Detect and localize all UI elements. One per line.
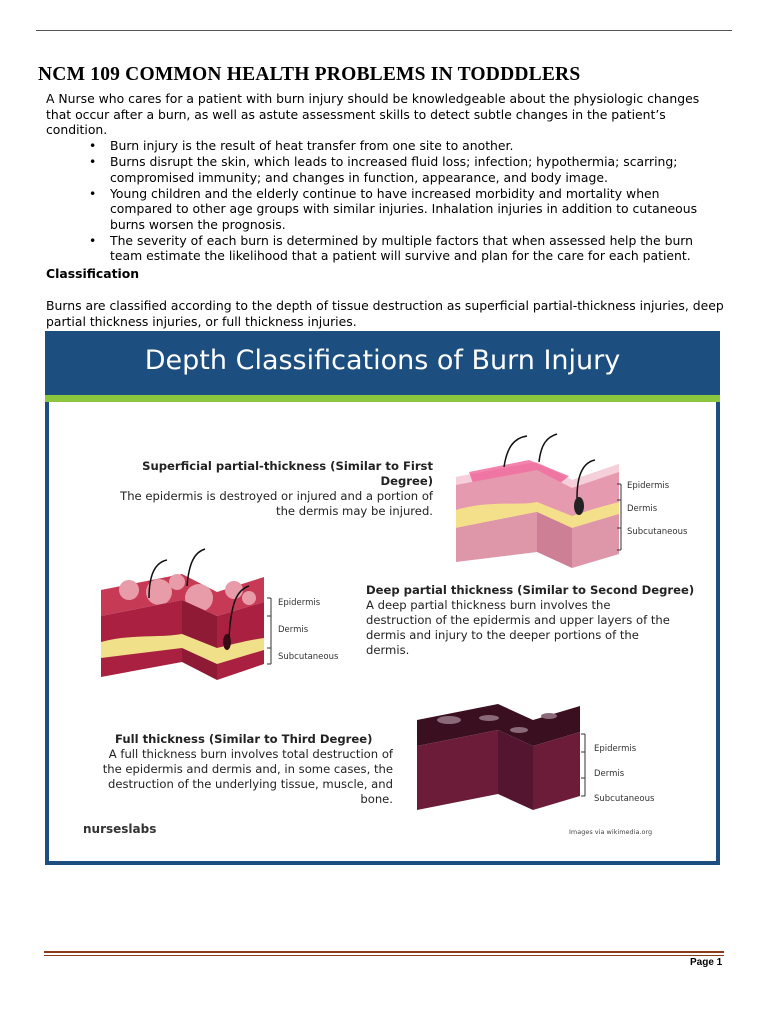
figure-body: Superficial partial-thickness (Similar t…	[49, 402, 716, 861]
top-rule	[36, 30, 732, 31]
layer-label-epidermis: Epidermis	[627, 481, 670, 491]
figure-accent-stripe	[45, 395, 720, 402]
layer-label-subcutaneous: Subcutaneous	[627, 527, 688, 537]
layer-label-dermis: Dermis	[278, 625, 309, 635]
bullet-list: • Burn injury is the result of heat trans…	[46, 138, 718, 264]
deep-line: destruction of the epidermis and upper l…	[366, 613, 670, 627]
full-line: bone.	[360, 792, 393, 806]
bullet-text: Young children and the elderly continue …	[110, 185, 698, 232]
figure-title: Depth Classifications of Burn Injury	[144, 345, 621, 376]
deep-partial-burn-illustration	[101, 548, 272, 680]
figure-header: Depth Classifications of Burn Injury	[45, 331, 720, 395]
page-number: Page 1	[690, 957, 723, 968]
bullet-icon: •	[89, 232, 97, 248]
deep-line: dermis and injury to the deeper portions…	[366, 628, 639, 642]
footer-rule	[44, 951, 724, 953]
document-title: NCM 109 COMMON HEALTH PROBLEMS IN TODDDL…	[38, 64, 581, 85]
superficial-heading: Superficial partial-thickness (Similar t…	[142, 459, 433, 488]
list-item: • Young children and the elderly continue…	[46, 186, 718, 233]
footer-rule-thin	[44, 955, 724, 956]
bullet-text: The severity of each burn is determined …	[110, 232, 694, 264]
layer-label-epidermis: Epidermis	[278, 598, 321, 608]
full-heading: Full thickness (Similar to Third Degree)	[115, 732, 373, 746]
image-credit: Images via wikimedia.org	[569, 828, 653, 836]
bullet-text: Burns disrupt the skin, which leads to i…	[110, 154, 678, 185]
section-paragraph: Burns are classified according to the de…	[46, 298, 724, 329]
full-caption: Full thickness (Similar to Third Degree)…	[83, 732, 393, 807]
layer-label-subcutaneous: Subcutaneous	[594, 794, 655, 804]
bullet-icon: •	[89, 154, 97, 169]
nurseslabs-logo: nurseslabs	[83, 822, 157, 836]
layer-label-epidermis: Epidermis	[594, 744, 637, 754]
list-item: • Burn injury is the result of heat trans…	[46, 138, 718, 154]
superficial-line: The epidermis is destroyed or injured an…	[120, 489, 433, 503]
bullet-icon: •	[89, 185, 97, 201]
superficial-burn-illustration	[456, 433, 622, 568]
deep-line: dermis.	[366, 643, 410, 657]
full-line: the epidermis and dermis and, in some ca…	[102, 762, 393, 776]
list-item: • Burns disrupt the skin, which leads to …	[46, 154, 718, 185]
burn-depth-figure: Depth Classifications of Burn Injury	[45, 331, 720, 865]
burn-illustrations	[101, 433, 622, 810]
full-line: A full thickness burn involves total des…	[108, 747, 393, 761]
bullet-text: Burn injury is the result of heat transf…	[110, 138, 514, 153]
layer-label-dermis: Dermis	[627, 504, 658, 514]
superficial-caption: Superficial partial-thickness (Similar t…	[97, 459, 433, 519]
deep-line: A deep partial thickness burn involves t…	[366, 598, 611, 612]
intro-paragraph: A Nurse who cares for a patient with bur…	[46, 91, 700, 137]
section-heading: Classification	[46, 266, 140, 281]
bullet-icon: •	[89, 138, 97, 153]
full-thickness-burn-illustration	[417, 704, 586, 810]
deep-caption: Deep partial thickness (Similar to Secon…	[366, 583, 706, 658]
deep-heading: Deep partial thickness (Similar to Secon…	[366, 583, 695, 597]
list-item: • The severity of each burn is determined…	[46, 233, 718, 264]
full-line: destruction of the underlying tissue, mu…	[108, 777, 393, 791]
superficial-line: the dermis may be injured.	[276, 504, 433, 518]
layer-label-subcutaneous: Subcutaneous	[278, 652, 339, 662]
layer-label-dermis: Dermis	[594, 769, 625, 779]
